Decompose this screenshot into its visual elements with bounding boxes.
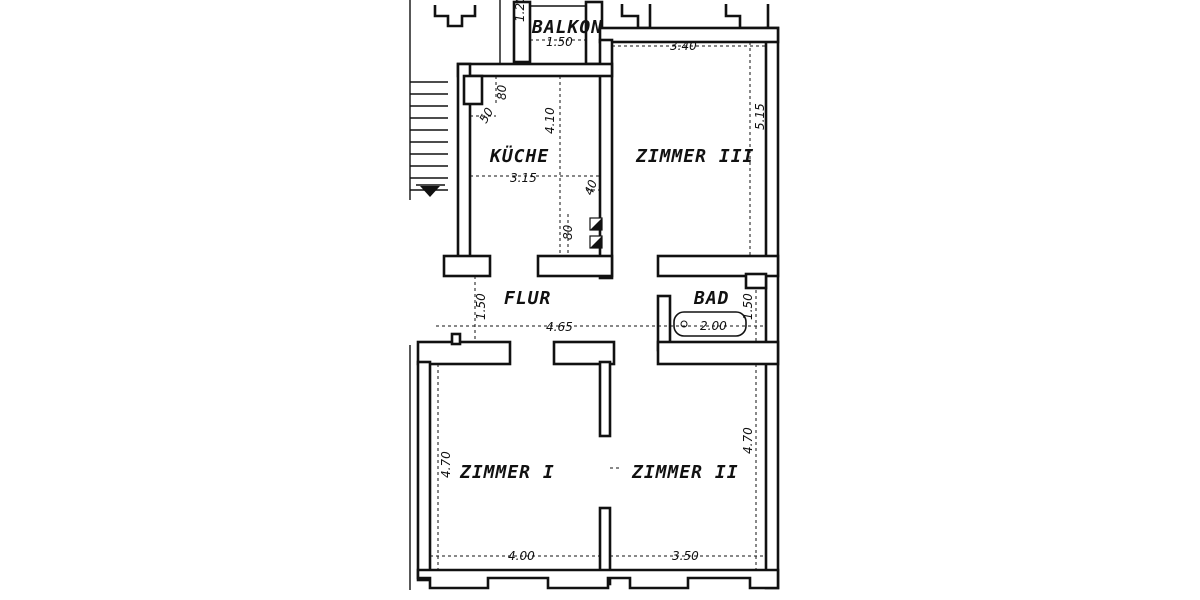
dim-balkon-depth: 1.20	[513, 0, 527, 22]
room-label-zimmer-2: ZIMMER II	[631, 462, 739, 483]
room-label-zimmer-3: ZIMMER III	[635, 146, 754, 167]
walls	[409, 26, 780, 590]
dim-flur-width: 4.65	[546, 320, 573, 334]
dim-kueche-width: 3.15	[510, 171, 537, 185]
room-label-flur: FLUR	[504, 288, 551, 309]
dim-bad-depth: 1.50	[741, 293, 755, 320]
dim-zimmer3-width: 3.40	[670, 39, 697, 53]
dim-chimney-40: 40	[582, 178, 601, 197]
stair-arrow-icon	[416, 184, 445, 197]
dim-flur-depth: 1.50	[474, 293, 488, 320]
dim-bathtub: 2.00	[700, 319, 727, 333]
dim-balkon-width: 1.50	[546, 35, 573, 49]
dim-niche-80: 80	[495, 84, 509, 100]
balcony: BALKON 1.50 1.20	[433, 0, 770, 66]
dim-zimmer2-width: 3.50	[672, 549, 699, 563]
dim-zimmer1-width: 4.00	[508, 549, 535, 563]
dim-zimmer2-length: 4.70	[741, 427, 755, 454]
room-label-zimmer-1: ZIMMER I	[459, 462, 555, 483]
dim-zimmer1-length: 4.70	[439, 451, 453, 478]
staircase	[409, 0, 448, 200]
dim-chimney-80: 80	[561, 224, 575, 240]
room-label-balkon: BALKON	[531, 17, 603, 38]
room-label-bad: BAD	[693, 288, 730, 309]
dimension-lines	[430, 42, 766, 570]
dim-zimmer3-length: 5.15	[753, 103, 767, 130]
chimney-flue-icon	[589, 217, 603, 249]
bathtub-icon	[673, 311, 747, 337]
room-label-kueche: KÜCHE	[489, 145, 549, 167]
dim-kueche-length: 4.10	[543, 107, 557, 134]
dim-niche-50: 50	[476, 105, 496, 126]
